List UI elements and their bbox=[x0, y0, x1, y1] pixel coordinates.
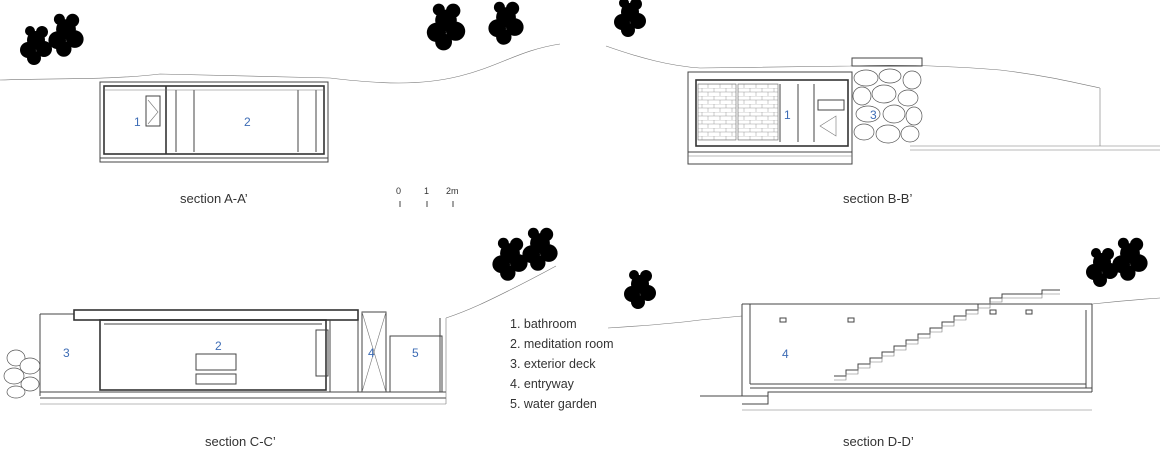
stone-wall-cap bbox=[851, 57, 923, 67]
legend-item: 2. meditation room bbox=[510, 337, 614, 351]
legend-item: 4. entryway bbox=[510, 377, 575, 391]
room-outline bbox=[99, 319, 327, 391]
room-number: 4 bbox=[368, 346, 375, 360]
room-number: 3 bbox=[870, 108, 877, 122]
tree-icon bbox=[1086, 248, 1118, 308]
tree-icon bbox=[488, 1, 524, 68]
room-number: 3 bbox=[63, 346, 70, 360]
scale-tick-label: 0 bbox=[396, 186, 401, 196]
water-garden-basin bbox=[389, 335, 443, 393]
stone-wall bbox=[852, 68, 923, 144]
room-number: 5 bbox=[412, 346, 419, 360]
ground-line bbox=[0, 43, 561, 84]
ground-line bbox=[607, 315, 743, 329]
section-title: section C-C’ bbox=[205, 434, 276, 449]
room-number: 2 bbox=[215, 339, 222, 353]
section-title: section D-D’ bbox=[843, 434, 914, 449]
room-number: 1 bbox=[784, 108, 791, 122]
section-title: section A-A’ bbox=[180, 191, 248, 206]
legend-item: 5. water garden bbox=[510, 397, 597, 411]
building-outline bbox=[687, 71, 853, 165]
tree-icon bbox=[624, 270, 656, 330]
legend-item: 1. bathroom bbox=[510, 317, 577, 331]
brick-wall bbox=[737, 83, 779, 141]
legend: 1. bathroom 2. meditation room 3. exteri… bbox=[510, 317, 614, 411]
tree-icon bbox=[614, 0, 646, 58]
tree-icon bbox=[48, 13, 84, 80]
section-b: 1 3 section B-B’ bbox=[605, 0, 1160, 206]
bench bbox=[195, 353, 237, 371]
tree-icon bbox=[426, 3, 466, 76]
section-a: 1 2 section A-A’ bbox=[0, 1, 561, 206]
ground-line bbox=[445, 265, 557, 404]
room-outline bbox=[695, 79, 849, 147]
roof-slab bbox=[73, 309, 359, 321]
tree-icon bbox=[1112, 237, 1148, 304]
scale-tick-label: 1 bbox=[424, 186, 429, 196]
scale-tick-label: 2m bbox=[446, 186, 459, 196]
room-number: 4 bbox=[782, 347, 789, 361]
section-c: 3 2 4 5 section C-C’ bbox=[3, 227, 558, 449]
tree-icon bbox=[20, 26, 52, 86]
building-outline bbox=[99, 81, 329, 163]
section-d: 4 section D-D’ bbox=[607, 237, 1160, 449]
section-title: section B-B’ bbox=[843, 191, 912, 206]
stone-wall bbox=[3, 349, 41, 399]
stairs bbox=[834, 289, 1060, 377]
bathroom-window bbox=[145, 95, 161, 127]
ground-line bbox=[605, 45, 1101, 89]
legend-item: 3. exterior deck bbox=[510, 357, 596, 371]
scale-bar: 0 1 2m bbox=[396, 186, 459, 207]
brick-wall bbox=[697, 83, 737, 141]
room-outline bbox=[103, 85, 325, 155]
room-number: 2 bbox=[244, 115, 251, 129]
tree-icon bbox=[492, 237, 528, 304]
room-number: 1 bbox=[134, 115, 141, 129]
tree-icon bbox=[522, 227, 558, 294]
